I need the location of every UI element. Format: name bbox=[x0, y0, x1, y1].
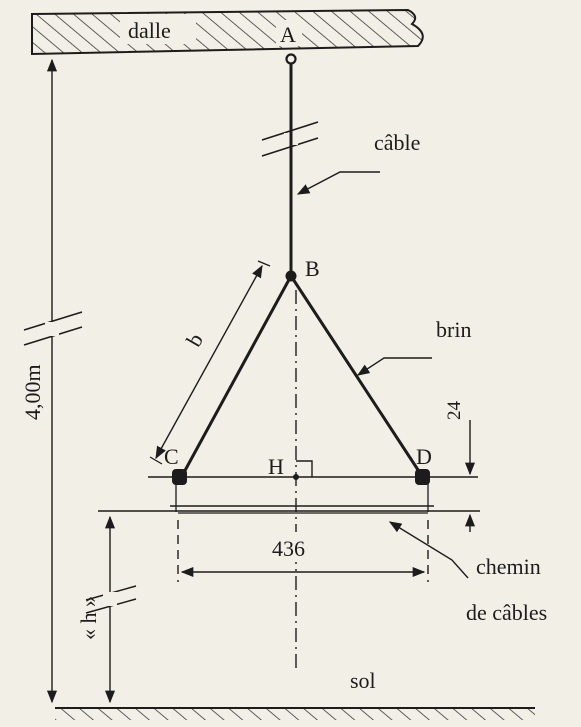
right-angle-mark bbox=[296, 460, 313, 477]
point-c bbox=[172, 469, 187, 485]
height-h-label: « h » bbox=[76, 596, 101, 640]
dimension-width: 436 bbox=[180, 532, 426, 578]
cable: câble bbox=[261, 53, 420, 276]
cable-label: câble bbox=[374, 130, 420, 155]
point-d bbox=[415, 469, 430, 485]
point-b-label: B bbox=[305, 256, 320, 281]
offset-label: 24 bbox=[444, 401, 465, 421]
tray-label-line1: chemin bbox=[476, 554, 541, 579]
dimension-total-height: 4,00m bbox=[20, 58, 83, 704]
point-h-label: H bbox=[268, 454, 284, 479]
dimension-h: « h » bbox=[76, 515, 137, 704]
strand-label: brin bbox=[436, 317, 471, 342]
point-a-label: A bbox=[280, 22, 296, 47]
width-label: 436 bbox=[272, 536, 305, 561]
point-d-label: D bbox=[416, 444, 432, 469]
ceiling-label: dalle bbox=[128, 18, 171, 43]
point-h bbox=[293, 474, 299, 480]
dimension-offset: 24 bbox=[444, 401, 476, 532]
floor-label: sol bbox=[350, 668, 376, 693]
side-b-label: b bbox=[181, 329, 208, 351]
ceiling-slab: dalle A bbox=[31, 8, 424, 56]
dimension-b: b bbox=[149, 260, 271, 465]
total-height-label: 4,00m bbox=[20, 364, 45, 420]
tray-label-line2: de câbles bbox=[466, 600, 547, 625]
point-c-label: C bbox=[164, 444, 179, 469]
floor: sol bbox=[55, 668, 535, 720]
